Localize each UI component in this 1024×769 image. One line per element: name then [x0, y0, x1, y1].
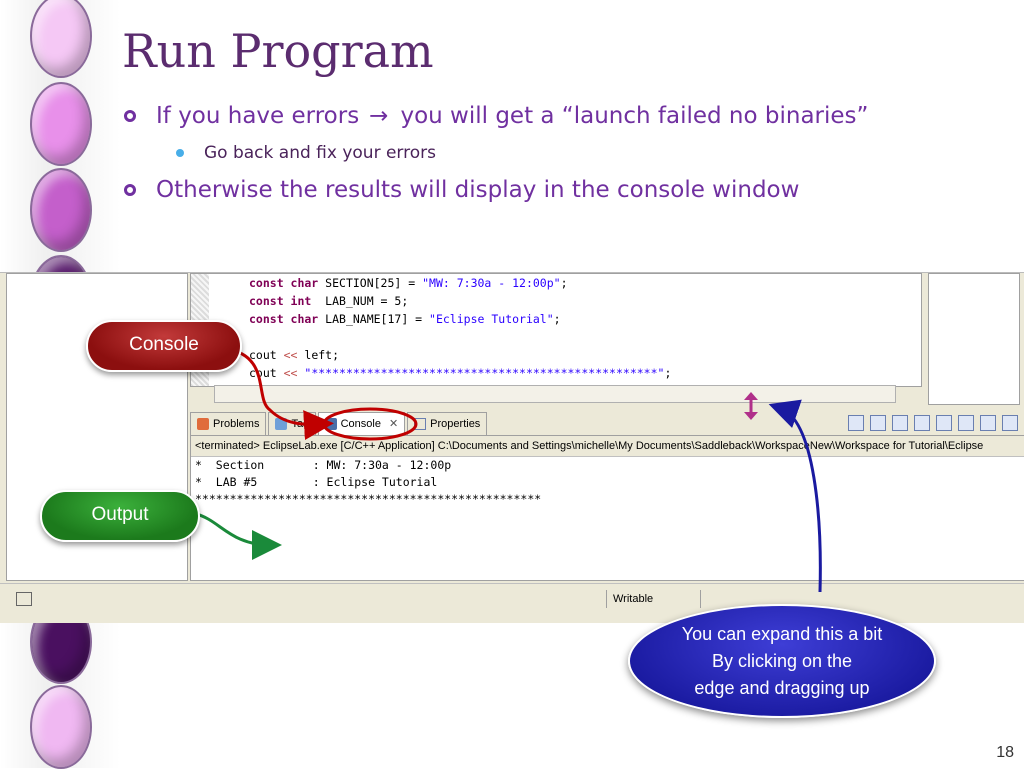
remove-launch-icon[interactable] [870, 415, 886, 431]
scroll-lock-icon[interactable] [936, 415, 952, 431]
console-toolbar [848, 415, 1018, 431]
remove-all-icon[interactable] [892, 415, 908, 431]
bullet-text: If you have errors [156, 103, 360, 129]
decorative-circle [30, 0, 92, 78]
bullet-dot-icon [124, 184, 136, 196]
sub-bullet-text: Go back and fix your errors [204, 143, 436, 163]
editor-horizontal-scrollbar[interactable] [214, 385, 896, 403]
page-number: 18 [996, 744, 1014, 761]
status-insert [700, 590, 787, 608]
code-line: const char SECTION[25] = "MW: 7:30a - 12… [249, 276, 568, 290]
console-arrow [231, 348, 334, 441]
output-line: ****************************************… [195, 492, 542, 506]
expand-callout-line: By clicking on the [711, 650, 853, 671]
expand-callout-line: You can expand this a bit [681, 623, 883, 644]
console-view: <terminated> EclipseLab.exe [C/C++ Appli… [190, 435, 1024, 581]
sub-bullet-dot-icon [176, 149, 184, 157]
eclipse-screenshot: const char SECTION[25] = "MW: 7:30a - 12… [0, 272, 1024, 623]
close-icon[interactable]: ✕ [388, 418, 399, 430]
code-lines: const char SECTION[25] = "MW: 7:30a - 12… [249, 274, 671, 382]
bullet-dot-icon [124, 110, 136, 122]
expand-callout: You can expand this a bit By clicking on… [628, 604, 936, 718]
terminate-icon[interactable] [848, 415, 864, 431]
clear-console-icon[interactable] [914, 415, 930, 431]
status-writable: Writable [606, 590, 699, 608]
pin-console-icon[interactable] [958, 415, 974, 431]
decorative-circle [30, 685, 92, 769]
output-line: * LAB #5 : Eclipse Tutorial [195, 475, 438, 489]
tab-console[interactable]: Console✕ [317, 411, 406, 435]
console-output: * Section : MW: 7:30a - 12:00p * LAB #5 :… [191, 457, 1024, 508]
terminated-label: <terminated> EclipseLab.exe [C/C++ Appli… [191, 436, 1024, 457]
display-console-icon[interactable] [980, 415, 996, 431]
code-line: cout << "*******************************… [249, 366, 672, 380]
open-console-icon[interactable] [1002, 415, 1018, 431]
problems-icon [197, 417, 209, 430]
expand-callout-line: edge and dragging up [694, 677, 870, 698]
output-callout: Output [40, 490, 200, 542]
status-bar: Writable [0, 583, 1024, 614]
expand-arrow [768, 399, 822, 593]
decorative-circle [30, 82, 92, 166]
double-arrow-icon [744, 392, 758, 420]
console-callout: Console [86, 320, 242, 372]
decorative-circle [30, 168, 92, 252]
bullet-text: Otherwise the results will display in th… [156, 177, 800, 203]
slide-title: Run Program [122, 24, 434, 78]
fast-view-icon[interactable] [16, 592, 32, 606]
output-line: * Section : MW: 7:30a - 12:00p [195, 458, 452, 472]
output-arrow [195, 512, 282, 560]
code-line: const int LAB_NUM = 5; [249, 294, 409, 308]
console-tab-highlight [322, 407, 418, 441]
sub-bullet: Go back and fix your errors [176, 143, 436, 163]
bullet-errors: If you have errors → you will get a “lau… [124, 103, 868, 129]
right-arrow-icon: → [369, 103, 389, 129]
tab-problems[interactable]: Problems [190, 411, 267, 435]
code-line: const char LAB_NAME[17] = "Eclipse Tutor… [249, 312, 561, 326]
code-line: cout << left; [249, 348, 340, 362]
bullet-text: you will get a “launch failed no binarie… [400, 103, 869, 129]
outline-pane [928, 273, 1020, 405]
tab-properties[interactable]: Properties [407, 411, 488, 435]
bullet-otherwise: Otherwise the results will display in th… [124, 177, 799, 203]
